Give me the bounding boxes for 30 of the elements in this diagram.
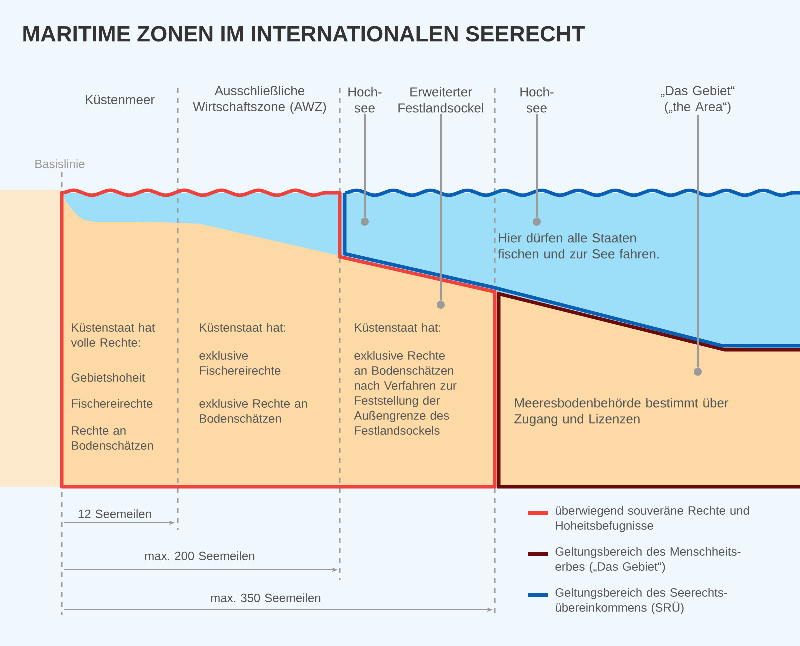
rights-text: exklusive Rechte an Bodenschätzen <box>200 399 308 423</box>
rights-text: Küstenstaat hat: <box>200 323 286 332</box>
zone-label: Hoch- see <box>348 87 382 113</box>
leader-dot <box>533 218 541 226</box>
dimension-label: max. 200 Seemeilen <box>145 552 255 560</box>
zone-label: Erweiterter Festlandsockel <box>398 87 484 113</box>
dimension-label: max. 350 Seemeilen <box>211 594 321 602</box>
zone-label: Hoch- see <box>520 87 554 113</box>
title: MARITIME ZONEN IM INTERNATIONALEN SEERECHT <box>24 26 585 42</box>
legend-text: Geltungsbereich des Menschheits- erbes („Das Gebiet“) <box>556 547 741 574</box>
legend-text: überwiegend souveräne Rechte und Hoheitsbefugnisse <box>556 506 750 532</box>
legend-text: Geltungsbereich des Seerechts- übereinkommens (SRÜ) <box>556 588 728 614</box>
zone-heading: Ausschließliche Wirtschaftszone (AWZ) <box>193 86 326 114</box>
leader-line <box>697 115 699 368</box>
zone-label: „Das Gebiet“ („the Area“) <box>661 86 735 114</box>
rights-text: exklusive Rechte an Bodenschätzen nach Verfahren zur Feststellung der Außengrenze des Festlandsockels <box>354 351 457 435</box>
rights-text: exklusive Fischereirechte <box>200 351 281 375</box>
leader-dot <box>361 218 369 226</box>
rights-text: Küstenstaat hat volle Rechte: <box>71 323 156 347</box>
dimension-label: 12 Seemeilen <box>78 510 152 518</box>
rights-text: Rechte an Bodenschätzen <box>72 426 154 450</box>
leader-dot <box>694 368 702 376</box>
leader-line <box>364 114 366 218</box>
leader-line <box>536 114 538 218</box>
leader-dot <box>437 301 445 309</box>
baseline-label: Basislinie <box>36 160 85 168</box>
rights-text: Fischereirechte <box>72 399 153 408</box>
zone-heading: Küstenmeer <box>86 95 155 105</box>
leader-line <box>440 114 442 301</box>
rights-text: Gebietshoheit <box>72 373 146 382</box>
